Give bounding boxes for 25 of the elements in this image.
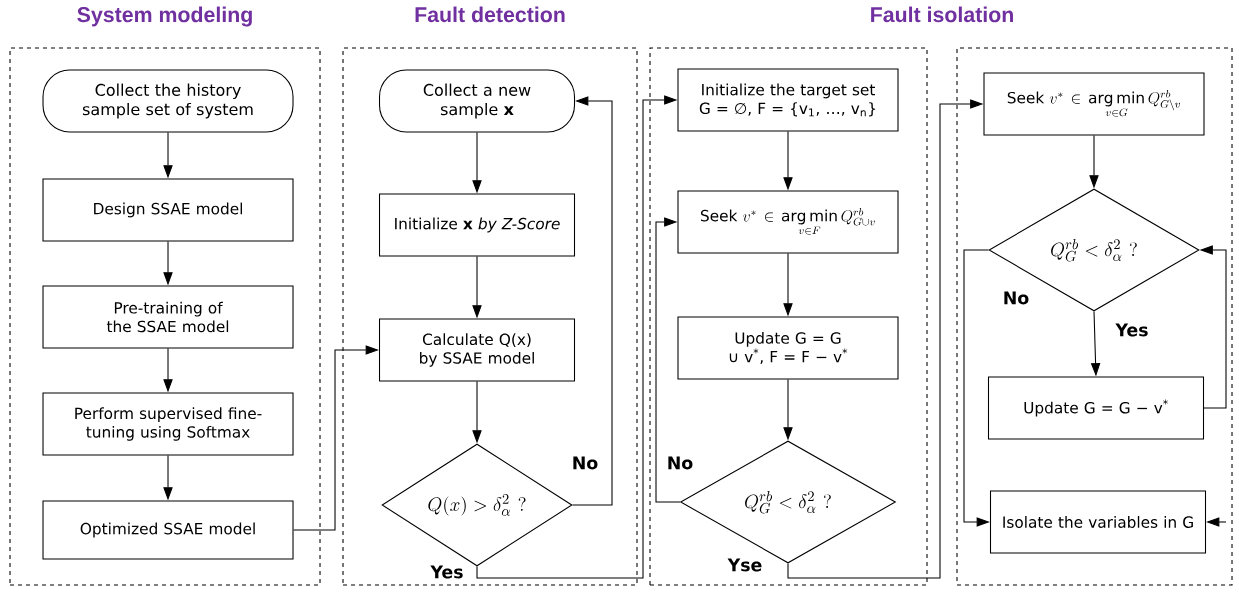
node-label: System modeling [77, 6, 252, 27]
process-box: Design SSAE model [42, 178, 294, 242]
edge-label: No [1004, 291, 1029, 305]
process-box: Initialize the target set G = ∅, F = {v$_{1}$, …, v$_{n}$} [677, 68, 899, 132]
edge-label: No [573, 456, 598, 470]
arrow [572, 96, 613, 506]
process-box: Optimized SSAE model [42, 500, 294, 560]
process-box: Pre-training of the SSAE model [42, 285, 294, 349]
process-box: $\mathrm{Seek}\ v^{*}\in\mathop{\mathrm{arg\,min}}\limits_{v\in G} Q^{rb}_{G\setminus v}$ [983, 72, 1205, 136]
process-box: Perform supervised fine-tuning using Softmax [42, 392, 294, 456]
process-box: Update G = G − v$^{*}$ [987, 376, 1205, 440]
process-box: Initialize x by Z-Score [378, 193, 576, 257]
start-box: Collect a new sample x [378, 69, 576, 133]
dashed-panel [956, 47, 1233, 586]
section-heading: Fault isolation [871, 6, 1013, 23]
dashed-panel [649, 47, 928, 586]
process-box: Update G = G ∪ v$^{*}$, F = F − v$^{*}$ [677, 316, 899, 380]
process-box: $\mathrm{Seek}\ v^{*}\in\mathop{\mathrm{arg\,min}}\limits_{v\in F} Q^{rb}_{G\cup v}$ [677, 190, 899, 254]
edge-label: Yes [1115, 323, 1148, 337]
start-box: Collect the history sample set of system [42, 69, 294, 133]
edge-label: Yes [430, 565, 463, 579]
node-label: Fault detection [415, 6, 565, 23]
process-box: Isolate the variables in G [989, 490, 1207, 554]
arrow [655, 217, 681, 503]
process-box: Calculate Q(x) by SSAE model [378, 318, 576, 382]
